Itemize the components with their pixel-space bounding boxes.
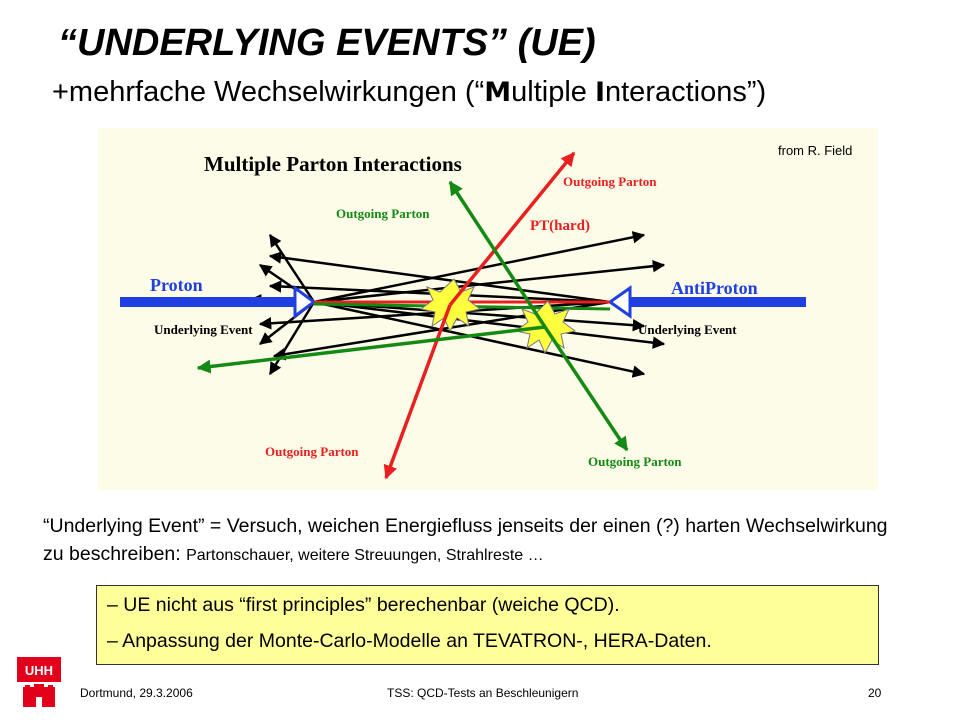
logo-text: UHH — [25, 663, 53, 678]
subtitle-bold-m: M — [484, 77, 512, 108]
notes-box: – UE nicht aus “first principles” berech… — [96, 585, 879, 665]
diagram-title: Multiple Parton Interactions — [204, 152, 462, 176]
uhh-logo: UHH — [17, 657, 61, 707]
outgoing-parton-red-down — [383, 304, 452, 480]
description-small: Partonschauer, weitere Streuungen, Strah… — [186, 547, 544, 564]
pt-hard-label: PT(hard) — [530, 218, 590, 234]
outgoing-parton-red-bottom-label: Outgoing Parton — [265, 444, 359, 459]
ue-track — [313, 300, 646, 378]
subtitle-part: +mehrfache Wechselwirkungen (“ — [52, 76, 485, 108]
outgoing-parton-red-top-label: Outgoing Parton — [563, 174, 657, 189]
antiproton-beam-head — [607, 285, 632, 319]
diagram-credit: from R. Field — [778, 143, 852, 158]
note-item: – Anpassung der Monte-Carlo-Modelle an T… — [107, 630, 712, 652]
logo-gate — [36, 697, 42, 707]
ue-track — [268, 233, 316, 303]
logo-badge — [17, 657, 61, 682]
mpi-diagram-svg: Multiple Parton Interactions from R. Fie… — [120, 143, 852, 480]
footer-date: Dortmund, 29.3.2006 — [80, 686, 193, 700]
ue-label-left: Underlying Event — [154, 322, 253, 337]
proton-beam-head — [293, 285, 317, 319]
ue-track — [313, 259, 666, 304]
antiproton-beam — [630, 297, 806, 307]
slide-title: “UNDERLYING EVENTS” (UE) — [58, 22, 596, 64]
mpi-diagram: Multiple Parton Interactions from R. Fie… — [98, 128, 878, 490]
proton-label: Proton — [150, 275, 203, 295]
footer-title: TSS: QCD-Tests an Beschleunigern — [387, 686, 579, 700]
ue-track — [313, 300, 666, 349]
outgoing-parton-green-down — [543, 326, 629, 452]
outgoing-parton-red-up — [448, 151, 576, 307]
outgoing-parton-green-bottom-label: Outgoing Parton — [588, 454, 682, 469]
subtitle-part: nteractions”) — [605, 76, 767, 108]
description-main: “Underlying Event” = Versuch, weichen En… — [43, 515, 888, 565]
subtitle-bold-i: I — [594, 77, 605, 108]
outgoing-parton-green-left — [196, 325, 546, 374]
proton-beam — [120, 297, 295, 307]
outgoing-parton-green-top-label: Outgoing Parton — [336, 206, 430, 221]
ue-description: “Underlying Event” = Versuch, weichen En… — [43, 512, 903, 570]
note-item: – UE nicht aus “first principles” berech… — [107, 594, 620, 616]
ue-track — [268, 301, 316, 376]
outgoing-parton-green-up — [448, 180, 547, 328]
antiproton-label: AntiProton — [671, 278, 758, 298]
ue-track — [268, 251, 611, 304]
slide-subtitle: +mehrfache Wechselwirkungen (“Multiple I… — [52, 76, 766, 109]
page-number: 20 — [868, 686, 882, 700]
ue-label-right: Underlying Event — [638, 322, 737, 337]
subtitle-part: ultiple — [511, 76, 595, 108]
